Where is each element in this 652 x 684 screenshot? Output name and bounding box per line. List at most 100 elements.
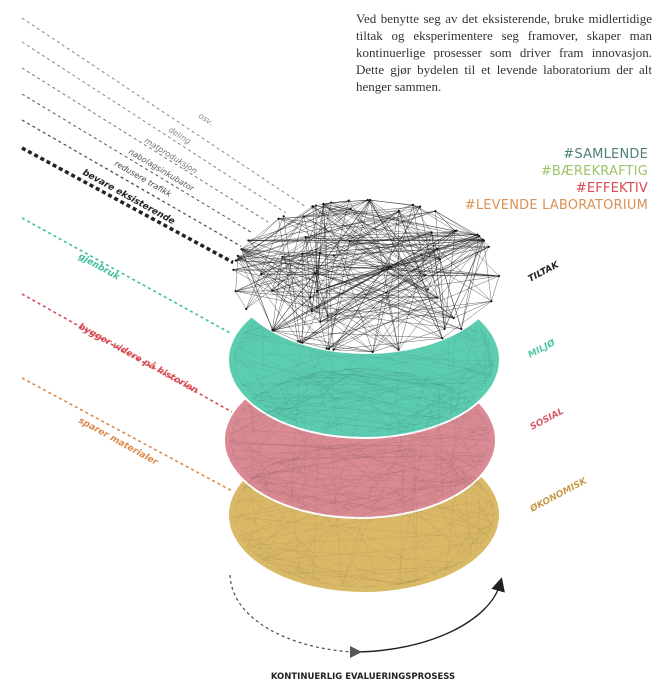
network-node [311, 205, 314, 208]
texture-line [256, 400, 442, 419]
network-node [260, 273, 263, 276]
network-node [318, 252, 322, 255]
network-line [320, 248, 438, 322]
network-line [326, 246, 489, 349]
network-line [233, 253, 303, 271]
network-line [437, 239, 483, 250]
texture-line [368, 320, 474, 433]
network-line [272, 199, 371, 291]
network-line [483, 240, 492, 302]
network-node [234, 259, 237, 262]
texture-line [317, 371, 478, 471]
network-node [369, 198, 372, 202]
texture-line [242, 383, 488, 386]
texture-line [242, 474, 257, 490]
texture-line [430, 416, 483, 501]
network-line [302, 248, 438, 343]
texture-line [350, 368, 432, 501]
network-line [331, 202, 351, 210]
texture-line [469, 395, 478, 403]
texture-line [231, 429, 491, 441]
texture-line [262, 482, 480, 561]
texture-line [490, 499, 495, 518]
network-line [248, 240, 489, 248]
texture-line [308, 373, 422, 377]
texture-line [284, 498, 308, 507]
network-line [312, 206, 454, 319]
network-line [237, 255, 311, 298]
network-line [439, 259, 462, 330]
texture-line [231, 427, 308, 507]
texture-line [263, 405, 408, 428]
network-line [333, 337, 443, 350]
texture-line [263, 469, 466, 561]
texture-line [409, 561, 463, 583]
texture-line [251, 343, 491, 396]
network-line [241, 249, 317, 308]
texture-line [436, 455, 494, 507]
texture-line [481, 414, 489, 430]
network-line [302, 199, 371, 343]
intro-paragraph: Ved benytte seg av det eksisterende, bru… [356, 11, 652, 94]
network-line [316, 290, 321, 322]
texture-line [235, 526, 326, 584]
texture-line [331, 368, 372, 511]
texture-line [256, 379, 489, 401]
texture-line [415, 374, 461, 486]
network-line [237, 255, 301, 343]
network-line [235, 291, 247, 310]
texture-line [248, 481, 263, 560]
tiltak-leader-lines [21, 17, 307, 266]
texture-line [317, 447, 480, 483]
network-line [333, 230, 457, 256]
network-line [272, 290, 399, 350]
texture-line [248, 402, 268, 491]
label-bygger-videre-text: bygger videre på historien [77, 321, 200, 396]
texture-line [277, 371, 322, 385]
network-line [302, 253, 500, 277]
texture-line [437, 346, 492, 420]
network-line [261, 273, 273, 291]
network-line [385, 232, 432, 293]
network-line [235, 290, 317, 308]
network-line [309, 203, 324, 298]
texture-line [450, 448, 490, 492]
network-node [441, 337, 444, 340]
network-line [312, 206, 392, 267]
network-node [302, 215, 305, 218]
texture-line [437, 382, 443, 496]
texture-line [246, 455, 487, 475]
texture-line [234, 458, 466, 483]
texture-line [293, 377, 479, 470]
arrow-dashed-segment [229, 574, 353, 653]
network-node [325, 347, 328, 350]
texture-line [446, 465, 459, 571]
network-line [491, 275, 500, 302]
network-line [233, 269, 315, 274]
texture-line [375, 378, 428, 512]
tiltak-network [232, 198, 501, 353]
texture-line [425, 407, 463, 424]
texture-line [240, 336, 492, 376]
network-line [241, 249, 327, 349]
texture-line [435, 454, 478, 551]
texture-line [402, 374, 492, 429]
texture-line [244, 331, 478, 396]
texture-line [241, 426, 488, 470]
network-line [427, 235, 480, 290]
texture-line [407, 382, 439, 507]
texture-line [396, 450, 423, 585]
texture-line [463, 396, 481, 467]
texture-line [256, 474, 328, 585]
texture-line [252, 387, 272, 400]
leader-line-sparer-materialer [21, 377, 235, 493]
texture-line [240, 381, 280, 415]
network-line [350, 208, 392, 267]
label-gjenbruk: gjenbruk [77, 252, 122, 283]
texture-line [484, 333, 492, 375]
texture-line [353, 367, 446, 386]
texture-line [250, 401, 418, 505]
network-node [385, 291, 388, 294]
leader-line-bevare-eksisterende [21, 146, 237, 266]
network-line [320, 292, 387, 322]
